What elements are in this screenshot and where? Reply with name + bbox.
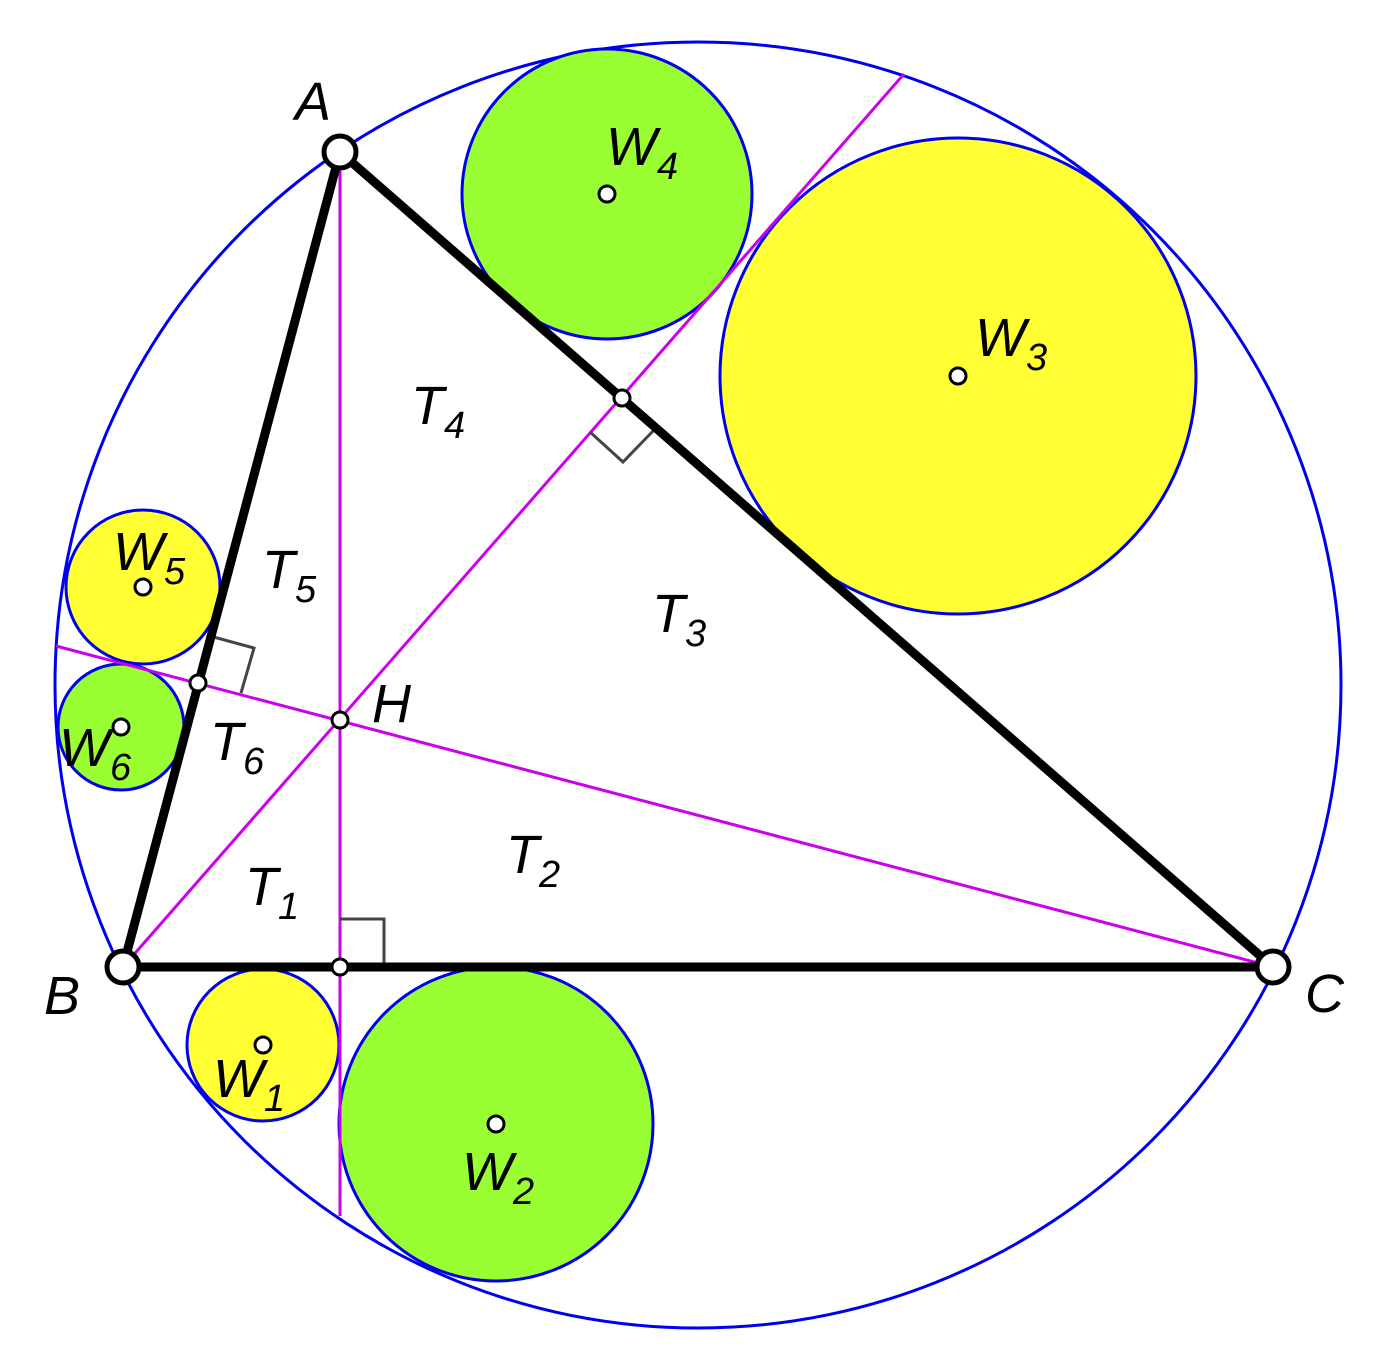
altitude-from-c: [55, 644, 1274, 969]
region-label-t2: T2: [506, 825, 560, 896]
vertex-label-c: C: [1305, 964, 1345, 1024]
right-angle-mark-ac: [588, 428, 656, 465]
right-angle-mark-ab: [209, 634, 256, 694]
orthocenter-point-h: [330, 710, 350, 730]
foot-point-ac: [612, 388, 632, 408]
vertex-point-c: [1254, 948, 1292, 986]
center-point-w3: [948, 366, 968, 386]
circle-label-w6: W6: [59, 718, 132, 789]
altitude-from-b: [121, 73, 906, 968]
vertex-label-b: B: [44, 966, 80, 1026]
center-point-w5: [133, 577, 153, 597]
circle-label-w2: W2: [462, 1142, 534, 1213]
circle-label-w1: W1: [213, 1049, 285, 1120]
vertex-label-a: A: [292, 72, 331, 132]
region-label-t4: T4: [411, 376, 465, 447]
right-angle-mark-bc: [340, 917, 386, 967]
center-point-w1: [253, 1035, 273, 1055]
circle-label-w4: W4: [606, 117, 678, 188]
circle-label-w3: W3: [975, 308, 1047, 379]
circumcircle: [53, 40, 1343, 1330]
center-point-w4: [597, 184, 617, 204]
center-point-w6: [111, 717, 131, 737]
vertex-point-a: [321, 133, 359, 171]
foot-point-ab: [188, 673, 208, 693]
circle-label-w5: W5: [113, 522, 186, 593]
center-point-w2: [486, 1114, 506, 1134]
vertex-point-b: [104, 948, 142, 986]
triangle-abc: [118, 147, 1278, 972]
region-label-t6: T6: [210, 712, 265, 783]
region-label-t5: T5: [262, 540, 317, 611]
foot-point-bc: [330, 957, 350, 977]
region-label-t1: T1: [245, 857, 299, 928]
region-label-t3: T3: [652, 584, 706, 655]
orthocenter-label-h: H: [372, 674, 412, 734]
